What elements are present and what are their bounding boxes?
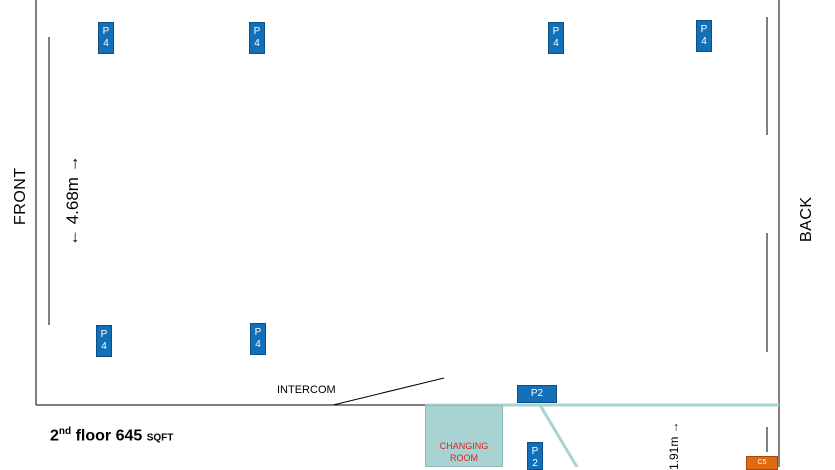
small-dimension: 1.91m → bbox=[667, 421, 681, 470]
marker-number: 4 bbox=[254, 38, 260, 49]
back-label: BACK bbox=[798, 196, 815, 242]
marker-label: P bbox=[100, 329, 108, 340]
marker-label: P bbox=[253, 26, 261, 37]
floor-info: 2nd floor 645 SQFT bbox=[50, 426, 173, 445]
marker-number: 2 bbox=[532, 458, 538, 469]
floor-ordinal: 2 bbox=[50, 427, 59, 445]
changing-room-label-line2: ROOM bbox=[450, 453, 478, 463]
floor-unit: SQFT bbox=[146, 432, 174, 444]
marker-label: P bbox=[700, 24, 708, 35]
marker-label: P bbox=[531, 446, 539, 457]
marker-number: 4 bbox=[553, 38, 559, 49]
marker-number: 4 bbox=[701, 36, 707, 47]
floor-ordinal-suffix: nd bbox=[58, 426, 72, 437]
intercom-diagonal bbox=[332, 377, 445, 406]
marker-p2: P2 bbox=[517, 385, 557, 403]
floor-text: floor 645 bbox=[71, 427, 147, 445]
changing-room-label-line1: CHANGING bbox=[439, 441, 489, 451]
marker-label: P bbox=[552, 26, 560, 37]
marker-number: 4 bbox=[255, 339, 261, 350]
marker-c5: C5 bbox=[746, 456, 778, 470]
changing-room: CHANGING ROOM bbox=[425, 405, 503, 467]
front-label: FRONT bbox=[12, 167, 29, 225]
intercom-label: INTERCOM bbox=[277, 384, 336, 396]
marker-label: P bbox=[254, 327, 262, 338]
marker-number: 4 bbox=[101, 341, 107, 352]
marker-label: P bbox=[102, 26, 110, 37]
partition-diagonal bbox=[538, 404, 579, 467]
marker-number: 4 bbox=[103, 38, 109, 49]
width-dimension: ← 4.68m → bbox=[63, 155, 82, 246]
